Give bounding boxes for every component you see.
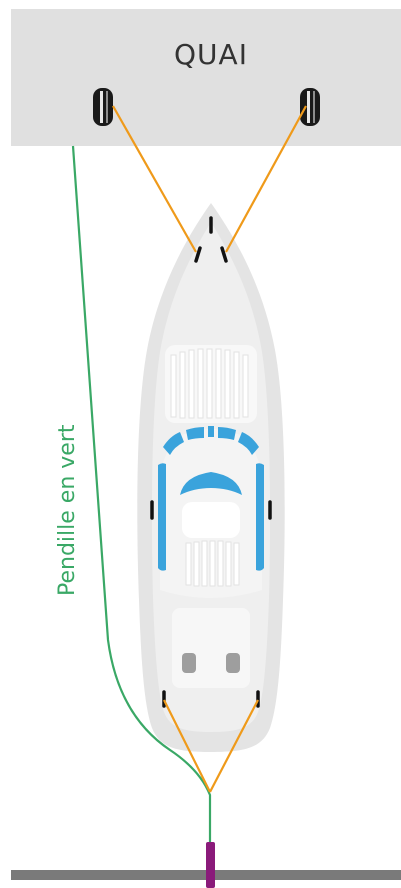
quay-label: QUAI [174,38,248,71]
windshield [158,426,264,571]
right-fender-icon [300,88,320,126]
boat [137,203,285,752]
left-fender-icon [93,88,113,126]
bow-cleat-left [194,246,202,263]
pendille-label: Pendille en vert [55,424,80,596]
aft-hatch-left [182,653,196,673]
quay-block [11,9,401,146]
helm-seat [182,502,240,538]
aft-seat-slats [185,540,240,587]
cleats [150,216,272,708]
aft-hatch-right [226,653,240,673]
foredeck-slats [165,345,257,423]
quay: QUAI [11,9,401,146]
stern-line-left [163,699,211,793]
pendille-line [71,145,212,848]
bow-cleat-right [220,246,228,263]
aft-deck [172,608,250,688]
mooring-lines [112,105,307,793]
stern-line-right [209,699,259,793]
bow-line-right [225,105,307,253]
bow-line-left [112,105,197,253]
mooring-post [206,842,215,888]
